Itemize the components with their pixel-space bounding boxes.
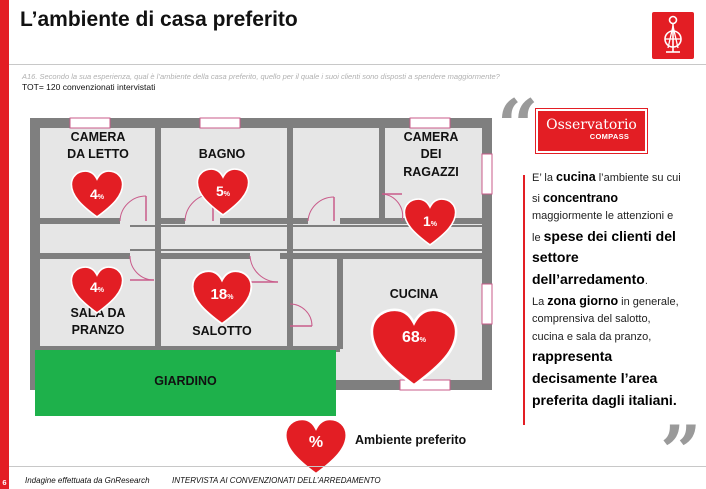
commentary-rule bbox=[523, 175, 525, 425]
heart-icon bbox=[196, 168, 250, 216]
legend-heart-icon bbox=[284, 418, 348, 475]
legend-symbol: % bbox=[308, 434, 324, 451]
room-label-bagno: BAGNO bbox=[198, 147, 246, 161]
garden-area bbox=[35, 350, 336, 416]
value-camera-letto: 4% bbox=[89, 186, 105, 202]
brand-logo bbox=[652, 12, 694, 59]
compass-logo-icon bbox=[664, 15, 682, 53]
heart-icon bbox=[70, 266, 124, 314]
room-label-salotto: SALOTTO bbox=[192, 324, 252, 338]
room-label-camera-ragazzi: CAMERA DEI RAGAZZI bbox=[403, 130, 459, 179]
commentary: E’ la cucina l’ambiente su cui si concen… bbox=[532, 170, 681, 408]
legend-label: Ambiente preferito bbox=[355, 433, 467, 447]
left-accent-bar bbox=[0, 0, 9, 489]
footer-divider bbox=[9, 466, 706, 467]
page-title: L’ambiente di casa preferito bbox=[20, 8, 298, 31]
question-text: A16. Secondo la sua esperienza, qual è l… bbox=[22, 72, 500, 81]
osservatorio-logo: Osservatorio COMPASS bbox=[536, 109, 647, 153]
footer-survey: INTERVISTA AI CONVENZIONATI DELL’ARREDAM… bbox=[172, 476, 381, 485]
open-quote: “ bbox=[497, 83, 539, 168]
value-salotto: 18% bbox=[210, 286, 234, 303]
value-sala-pranzo: 4% bbox=[89, 279, 105, 295]
sample-size: TOT= 120 convenzionati intervistati bbox=[22, 82, 156, 92]
value-cucina: 68% bbox=[401, 329, 427, 346]
heart-icon bbox=[191, 270, 253, 325]
osservatorio-subtitle: COMPASS bbox=[589, 132, 630, 141]
title-divider bbox=[9, 64, 706, 65]
room-label-camera-letto: CAMERA DA LETTO bbox=[67, 130, 129, 162]
garden-label: GIARDINO bbox=[154, 374, 217, 388]
heart-icon bbox=[403, 198, 457, 246]
footer-source: Indagine effettuata da GnResearch bbox=[25, 476, 150, 485]
close-quote: ” bbox=[660, 409, 702, 489]
heart-icon bbox=[70, 170, 124, 218]
floor-plan bbox=[30, 117, 493, 391]
heart-icon bbox=[370, 308, 458, 387]
page-number: 6 bbox=[2, 478, 7, 487]
value-bagno: 5% bbox=[215, 183, 231, 199]
room-label-cucina: CUCINA bbox=[389, 287, 439, 301]
value-camera-ragazzi: 1% bbox=[422, 213, 438, 229]
osservatorio-title: Osservatorio bbox=[546, 117, 637, 133]
